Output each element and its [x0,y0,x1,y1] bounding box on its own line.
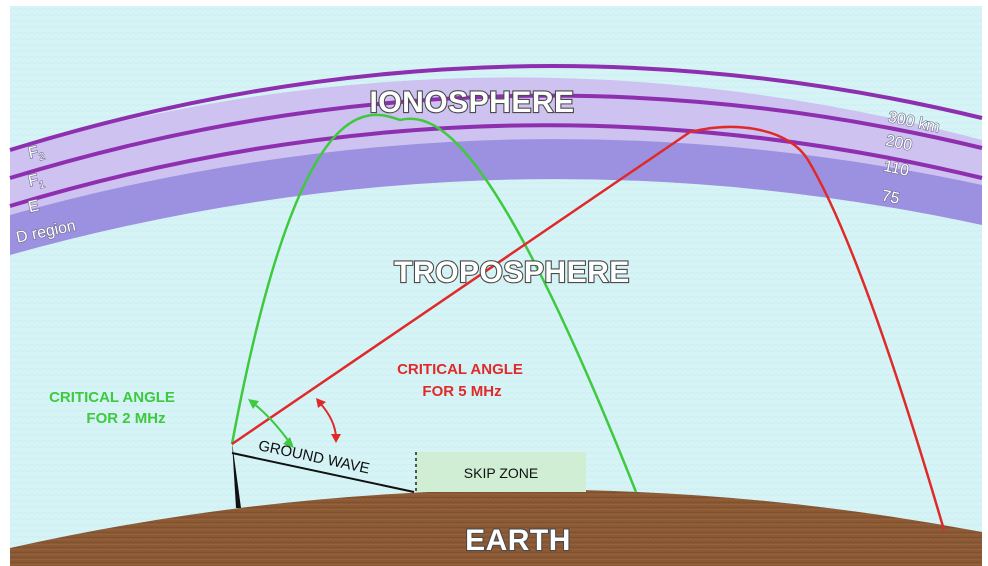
skip-zone-label: SKIP ZONE [464,465,538,481]
f1-layer-line [9,93,983,180]
d-altitude-label: 75 [880,187,901,207]
f2-layer-label: F2 [27,142,47,165]
ray-2mhz [230,113,638,493]
critical-angle-5mhz-line2: FOR 5 MHz [422,383,501,400]
arrow-2mhz-head-top [248,399,259,409]
ionosphere-band [10,77,982,240]
e-layer-label: E [27,197,41,216]
f1-altitude-label: 200 [884,132,914,154]
f2-layer-line [9,64,983,152]
critical-angle-5mhz-line1: CRITICAL ANGLE [397,361,523,378]
e-altitude-label: 110 [882,158,911,180]
arrow-5mhz-head-top [316,398,326,408]
ground-wave-line [231,452,415,493]
arrow-5mhz-head-bottom [331,434,341,443]
d-region-band [10,139,982,255]
arrow-2mhz-head-bottom [283,437,294,448]
troposphere-label: TROPOSPHERE [394,256,630,289]
earth-label: EARTH [465,524,571,557]
e-layer-line [9,123,983,208]
critical-angle-2mhz-line2: FOR 2 MHz [86,410,165,427]
ionosphere-label: IONOSPHERE [369,86,574,119]
arrow-2mhz-arc [252,402,291,444]
antenna [232,442,241,508]
skip-zone-area [416,452,586,492]
ray-5mhz [231,125,946,531]
earth-surface [10,489,982,566]
f1-layer-label: F1 [27,170,47,193]
critical-angle-2mhz-line1: CRITICAL ANGLE [49,389,175,406]
